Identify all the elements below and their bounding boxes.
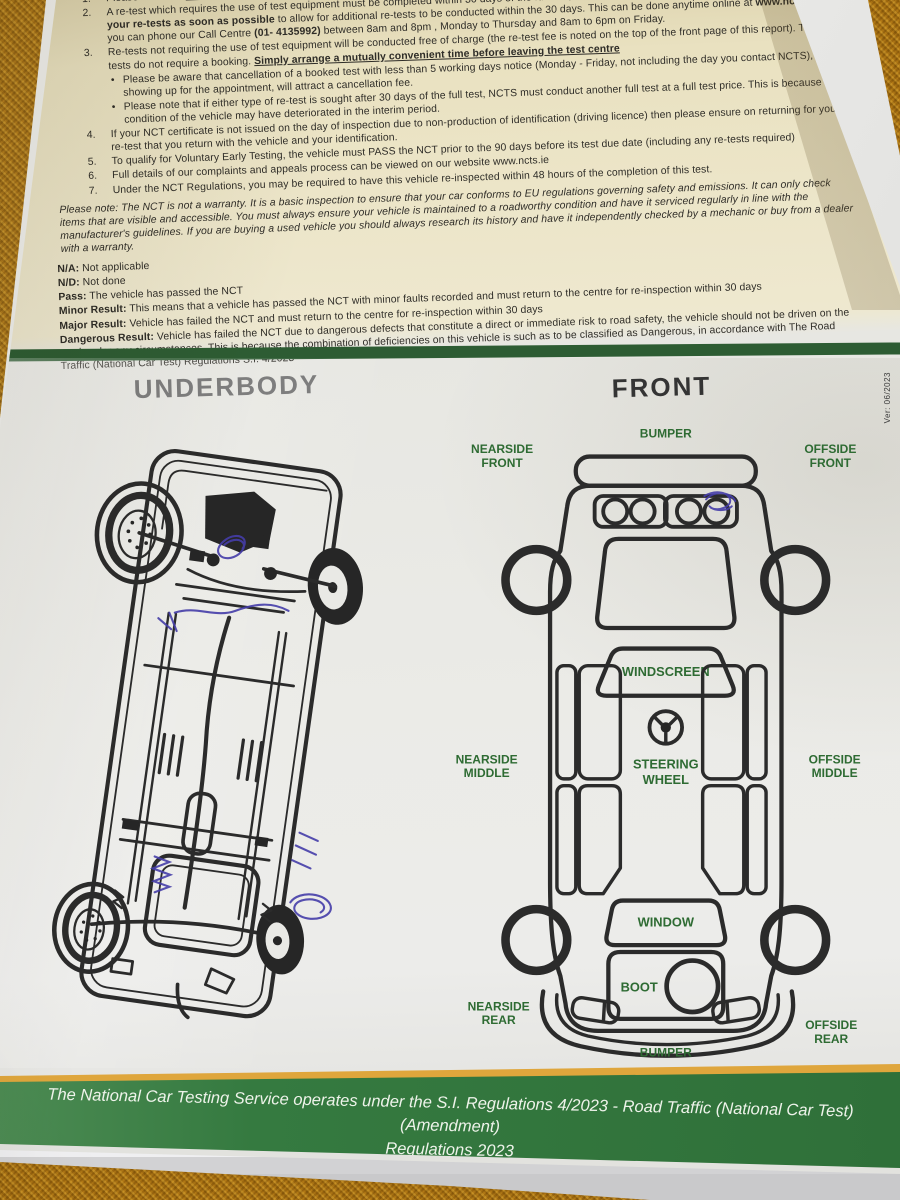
nearside-rear-light — [570, 996, 621, 1025]
vehicle-diagrams-section: Ver: 06/2023 UNDERBODY — [0, 358, 900, 1068]
boot-shape — [606, 949, 726, 1021]
bonnet-shape — [595, 536, 737, 631]
front-diagram-column: FRONT BUMPER NEARSIDE FRONT OFFSIDE FRON… — [423, 358, 900, 1068]
definition-term: N/A: — [57, 263, 80, 276]
list-marker: 5. — [87, 157, 97, 169]
front-top-view-diagram: BUMPER NEARSIDE FRONT OFFSIDE FRONT WI — [456, 427, 861, 1060]
label-boot: BOOT — [621, 979, 658, 994]
label-nearside-rear-2: REAR — [482, 1013, 516, 1027]
label-wheel: WHEEL — [643, 772, 690, 787]
rear-left-wheel-icon — [52, 881, 131, 975]
label-window: WINDOW — [638, 914, 695, 929]
label-steering: STEERING — [633, 757, 699, 772]
steering-wheel-icon — [647, 709, 684, 746]
rear-bumper-shape — [539, 989, 796, 1058]
offside-rear-door-window — [745, 784, 768, 896]
bullet-marker: • — [110, 74, 115, 86]
definition-term: Major Result: — [59, 318, 127, 332]
definition-term: Dangerous Result: — [59, 331, 155, 346]
call-centre-phone: (01- 4135992) — [253, 26, 321, 40]
list-marker: 4. — [86, 129, 96, 142]
label-bumper-rear: BUMPER — [640, 1046, 692, 1060]
muffler-shape — [181, 791, 218, 856]
rear-right-wheel-icon — [256, 904, 305, 975]
vent-slots — [157, 732, 264, 783]
list-marker: 6. — [88, 171, 98, 183]
fuel-tank-shape — [142, 853, 261, 958]
windscreen-shape — [595, 646, 736, 698]
front-nearside-wheel-icon — [501, 544, 572, 616]
label-offside-rear: OFFSIDE — [805, 1018, 857, 1032]
label-nearside-middle: NEARSIDE — [456, 752, 518, 766]
label-offside-front: OFFSIDE — [804, 442, 856, 456]
offside-rear-door — [700, 784, 746, 896]
definition-text: Not applicable — [79, 260, 150, 275]
definition-term: Minor Result: — [58, 304, 127, 318]
label-nearside-front: NEARSIDE — [471, 442, 533, 456]
label-offside-middle: OFFSIDE — [809, 752, 861, 766]
label-offside-middle-2: MIDDLE — [812, 766, 858, 780]
nearside-front-door-window — [555, 664, 578, 781]
nearside-front-door — [577, 663, 623, 781]
nearside-rear-door-window — [555, 784, 578, 896]
definition-term: Pass: — [58, 291, 87, 304]
list-marker: 2. — [82, 7, 92, 20]
rear-window-shape — [604, 898, 728, 948]
label-windscreen: WINDSCREEN — [622, 664, 710, 679]
exhaust-pipe-line — [182, 615, 232, 910]
front-bumper-shape — [573, 454, 758, 488]
label-offside-front-2: FRONT — [810, 456, 852, 470]
definition-text: Not done — [79, 275, 126, 289]
label-nearside-middle-2: MIDDLE — [464, 766, 510, 780]
offside-rear-light — [711, 996, 762, 1025]
offside-front-door-window — [745, 664, 768, 781]
label-nearside-front-2: FRONT — [481, 456, 523, 470]
front-left-wheel-icon — [94, 481, 184, 585]
rear-nearside-wheel-icon — [501, 904, 572, 976]
label-nearside-rear: NEARSIDE — [468, 999, 530, 1013]
blue-pen-marks — [149, 535, 332, 920]
list-marker: 3. — [83, 48, 94, 60]
offside-headlight-cluster — [663, 494, 739, 529]
nearside-rear-door — [577, 784, 623, 896]
blue-pen-mark-headlight — [703, 491, 737, 512]
label-offside-rear-2: REAR — [814, 1032, 848, 1046]
front-offside-wheel-icon — [760, 544, 831, 616]
list-marker: 7. — [88, 185, 98, 197]
list-marker: 1. — [82, 0, 106, 6]
rear-offside-wheel-icon — [760, 904, 831, 976]
underbody-diagram — [52, 449, 364, 1020]
notes-text-section: 1. Please note that all re-tests… 2. A r… — [0, 0, 900, 372]
underbody-diagram-column: UNDERBODY — [0, 358, 423, 1068]
offside-front-door — [700, 663, 746, 781]
definition-term: N/D: — [57, 277, 80, 290]
label-bumper-front: BUMPER — [640, 427, 692, 441]
boot-circle — [664, 958, 721, 1015]
bullet-marker: • — [111, 101, 116, 114]
